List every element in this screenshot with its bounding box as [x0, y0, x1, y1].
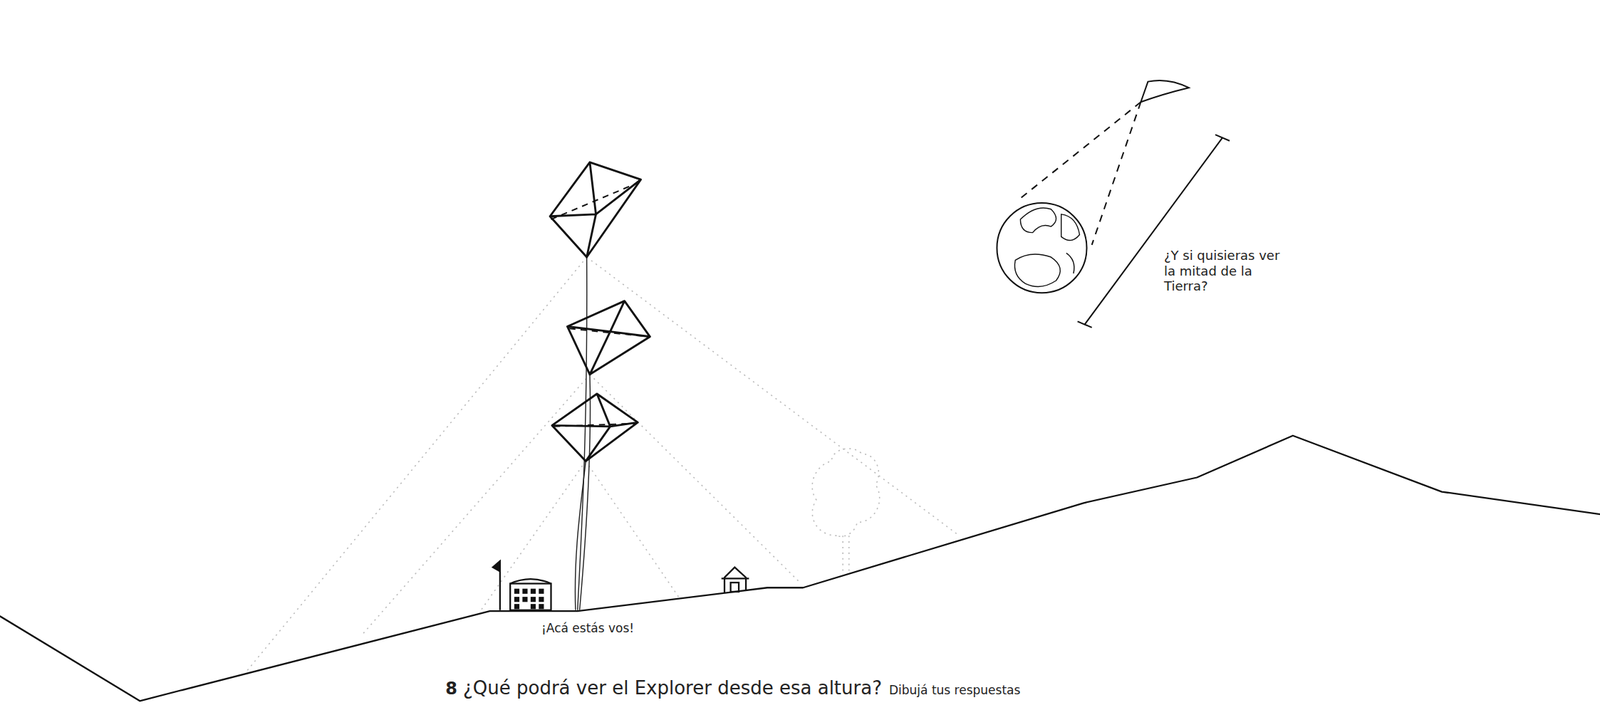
ground-line — [0, 435, 1600, 702]
location-note: ¡Acá estás vos! — [541, 621, 635, 636]
school-windows — [514, 589, 545, 610]
earth-question: ¿Y si quisieras ver la mitad de la Tierr… — [1164, 247, 1289, 295]
school-building — [492, 561, 552, 611]
callout-number: 8 — [445, 678, 458, 700]
small-house — [721, 567, 750, 594]
earth-globe — [996, 203, 1087, 293]
tree-outline — [812, 448, 880, 572]
kite-strings — [574, 257, 590, 611]
question-text: ¿Qué podrá ver el Explorer desde esa alt… — [463, 677, 882, 700]
kites — [549, 162, 650, 462]
view-cones — [245, 257, 960, 674]
instruction-text: Dibujá tus respuestas — [889, 683, 1021, 698]
